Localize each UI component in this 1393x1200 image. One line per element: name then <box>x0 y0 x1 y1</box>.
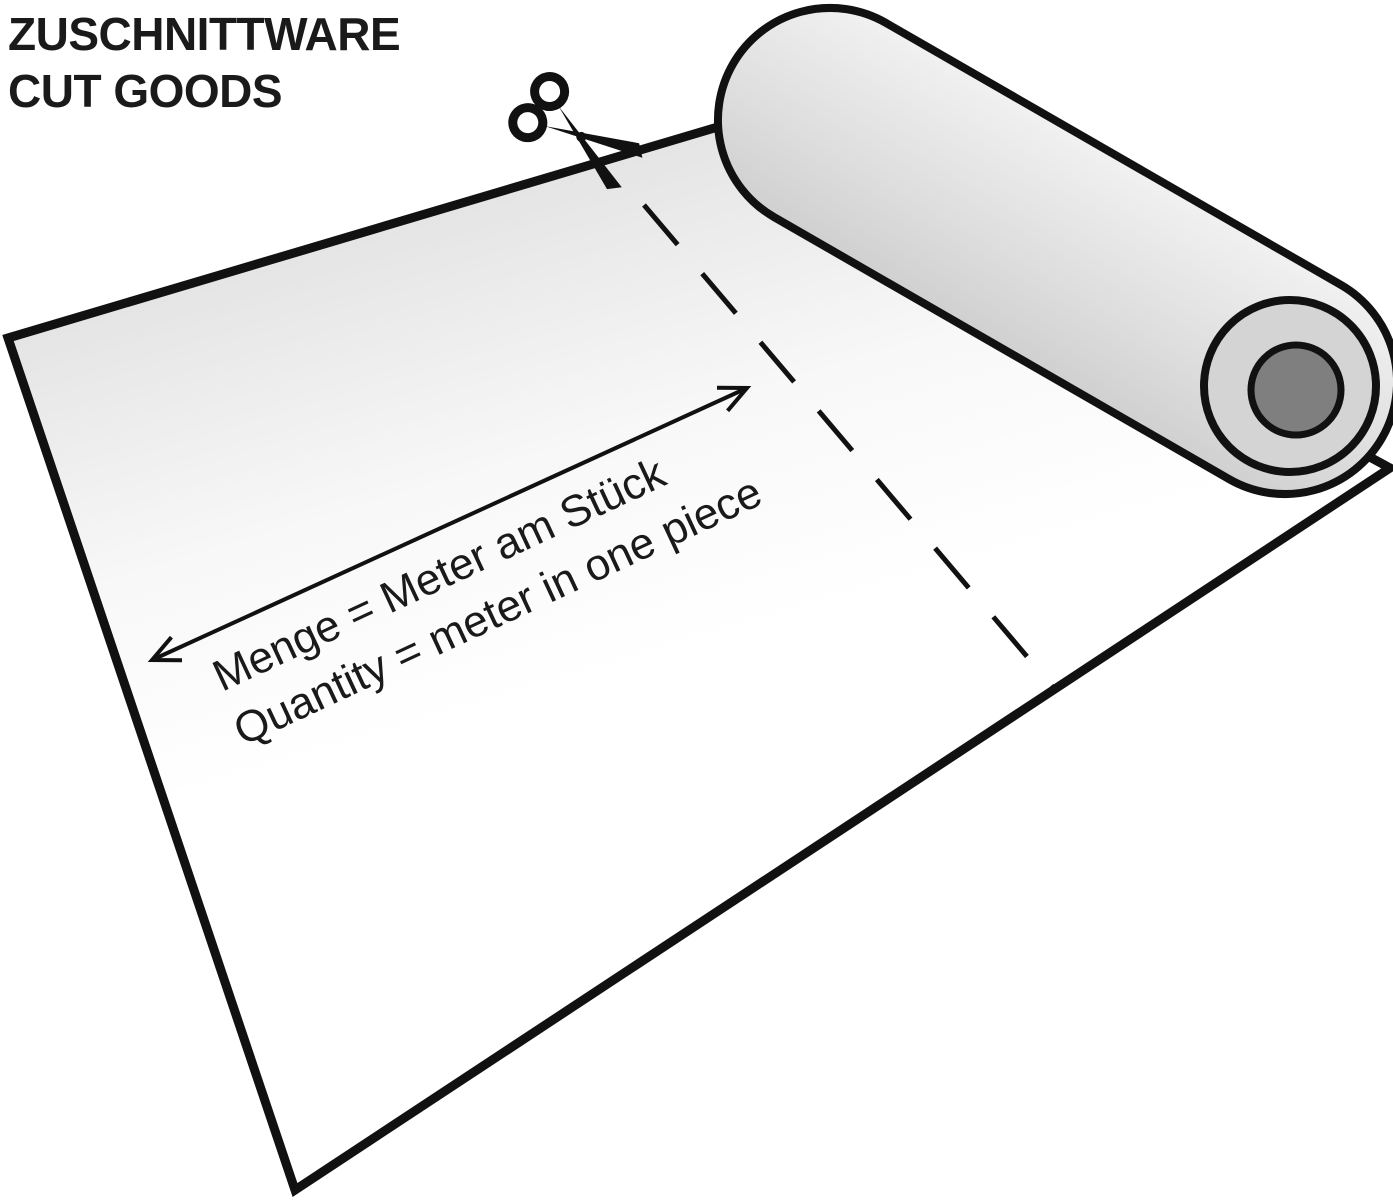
scissors-blade-b <box>558 106 622 190</box>
fabric-roll <box>714 4 1393 498</box>
fabric-sheet <box>2 113 1393 1197</box>
page-title-de: ZUSCHNITTWARE <box>8 8 400 60</box>
page-title-en: CUT GOODS <box>8 65 282 117</box>
dimension-arrowhead-right <box>716 385 752 413</box>
scissors-pivot <box>576 131 587 142</box>
scissors-handle-upper <box>530 72 570 112</box>
cut-dashed-line <box>642 203 1054 688</box>
scissors-handle-lower <box>508 103 548 143</box>
dimension-arrow <box>147 385 752 663</box>
dimension-arrowhead-left <box>147 635 183 663</box>
fabric-roll-core <box>1247 341 1345 439</box>
dimension-arrow-shaft <box>151 386 748 662</box>
page-title: ZUSCHNITTWARE CUT GOODS <box>8 8 401 117</box>
